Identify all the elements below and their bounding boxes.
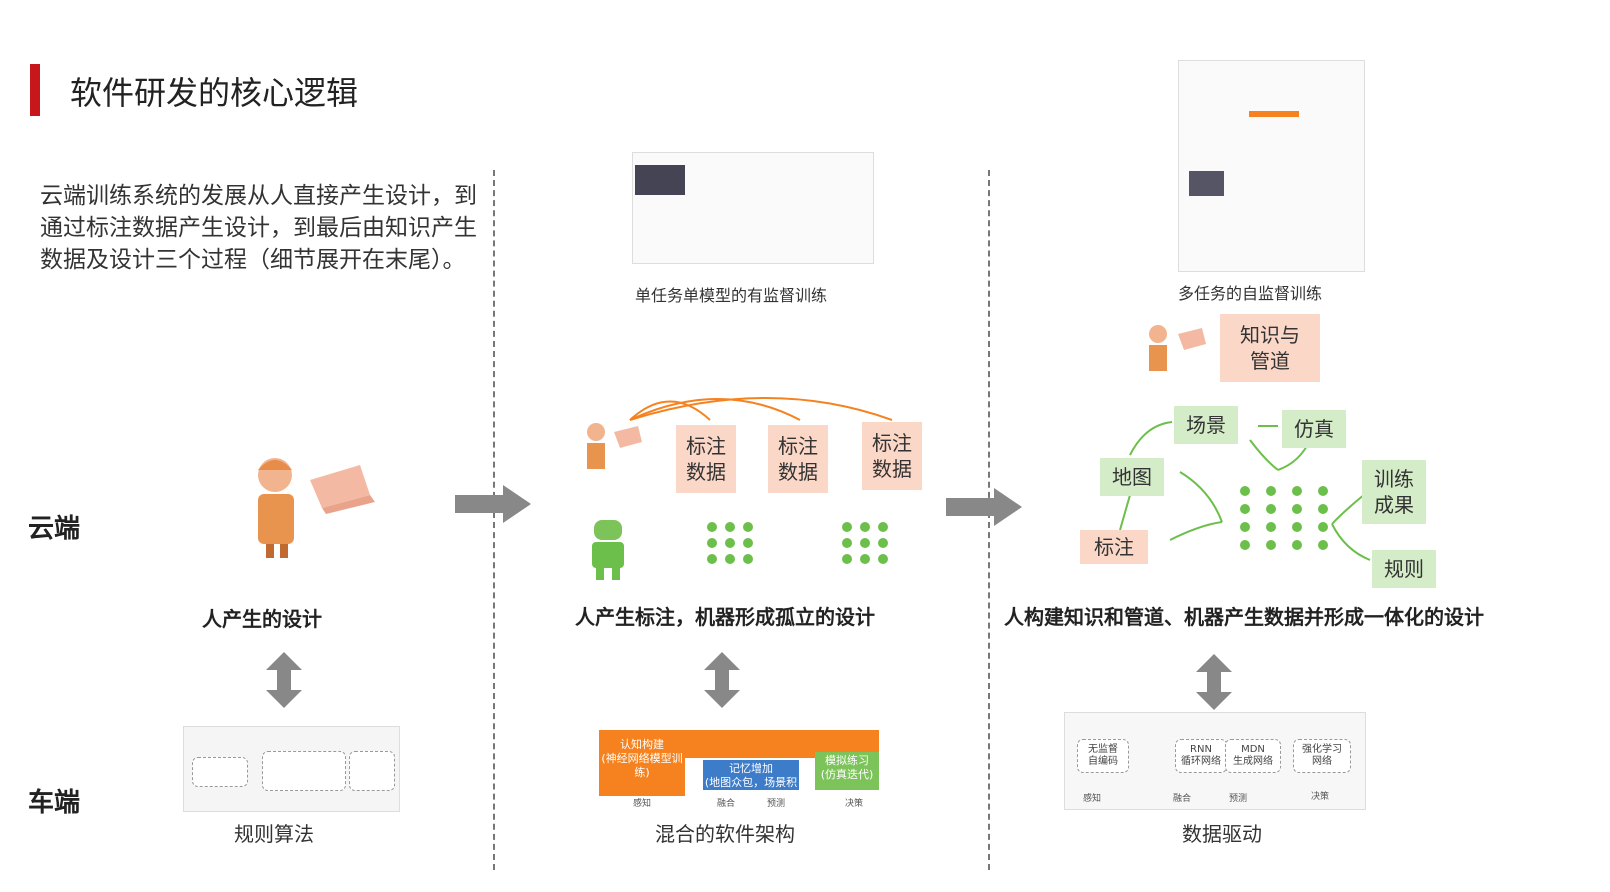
node-training-result: 训练 成果 [1362, 460, 1426, 524]
divider [988, 170, 990, 870]
engineer-with-laptop-icon [258, 458, 375, 558]
right-arrow-icon [946, 488, 1022, 526]
neural-network-icon [1240, 486, 1328, 550]
row-label-cloud: 云端 [28, 514, 81, 544]
description: 云端训练系统的发展从人直接产生设计，到通过标注数据产生设计，到最后由知识产生数据… [40, 183, 477, 273]
node-scene: 场景 [1174, 406, 1238, 444]
stage2-top-caption: 单任务单模型的有监督训练 [635, 286, 828, 305]
hybrid-architecture-diagram: 认知构建 (神经网络模型训练) 记忆增加 (地图众包，场景积累) 模拟练习 (仿… [595, 724, 885, 809]
stage3-top-caption: 多任务的自监督训练 [1178, 284, 1323, 303]
rule-algorithm-diagram [183, 726, 400, 812]
bidirectional-arrow-icon [266, 652, 302, 708]
node-simulation: 仿真 [1282, 410, 1346, 448]
engineer-small-icon [1149, 325, 1206, 371]
row-label-vehicle: 车端 [28, 788, 81, 818]
data-driven-architecture-diagram: 无监督 自编码 RNN 循环网络 MDN 生成网络 强化学习 网络 感知 融合 … [1064, 712, 1366, 810]
right-arrow-icon [455, 485, 531, 523]
stage2-vehicle-caption: 混合的软件架构 [655, 822, 795, 846]
engineer-small-icon [587, 423, 642, 469]
stage3-caption: 人构建知识和管道、机器产生数据并形成一体化的设计 [1004, 605, 1484, 629]
stage1-caption: 人产生的设计 [202, 607, 322, 631]
robot-icon [592, 520, 624, 580]
supervised-training-diagram [632, 152, 874, 264]
bidirectional-arrow-icon [1196, 654, 1232, 710]
node-map: 地图 [1100, 458, 1164, 496]
distribution-arrows [629, 397, 893, 421]
knowledge-flow-arrows [1119, 421, 1371, 561]
neural-network-icon [707, 522, 753, 564]
stage1-vehicle-caption: 规则算法 [234, 822, 314, 846]
page-title: 软件研发的核心逻辑 [70, 74, 359, 112]
stage2-caption: 人产生标注，机器形成孤立的设计 [575, 605, 875, 629]
title-accent-bar [30, 64, 40, 116]
node-rules: 规则 [1372, 550, 1436, 588]
bidirectional-arrow-icon [704, 652, 740, 708]
self-supervised-training-diagram [1178, 60, 1365, 272]
label-data-box: 标注 数据 [862, 422, 922, 490]
label-data-box: 标注 数据 [676, 425, 736, 493]
divider [493, 170, 495, 870]
neural-network-icon [842, 522, 888, 564]
stage3-vehicle-caption: 数据驱动 [1182, 822, 1262, 846]
knowledge-pipeline-box: 知识与 管道 [1220, 314, 1320, 382]
node-label: 标注 [1080, 530, 1148, 564]
label-data-box: 标注 数据 [768, 425, 828, 493]
